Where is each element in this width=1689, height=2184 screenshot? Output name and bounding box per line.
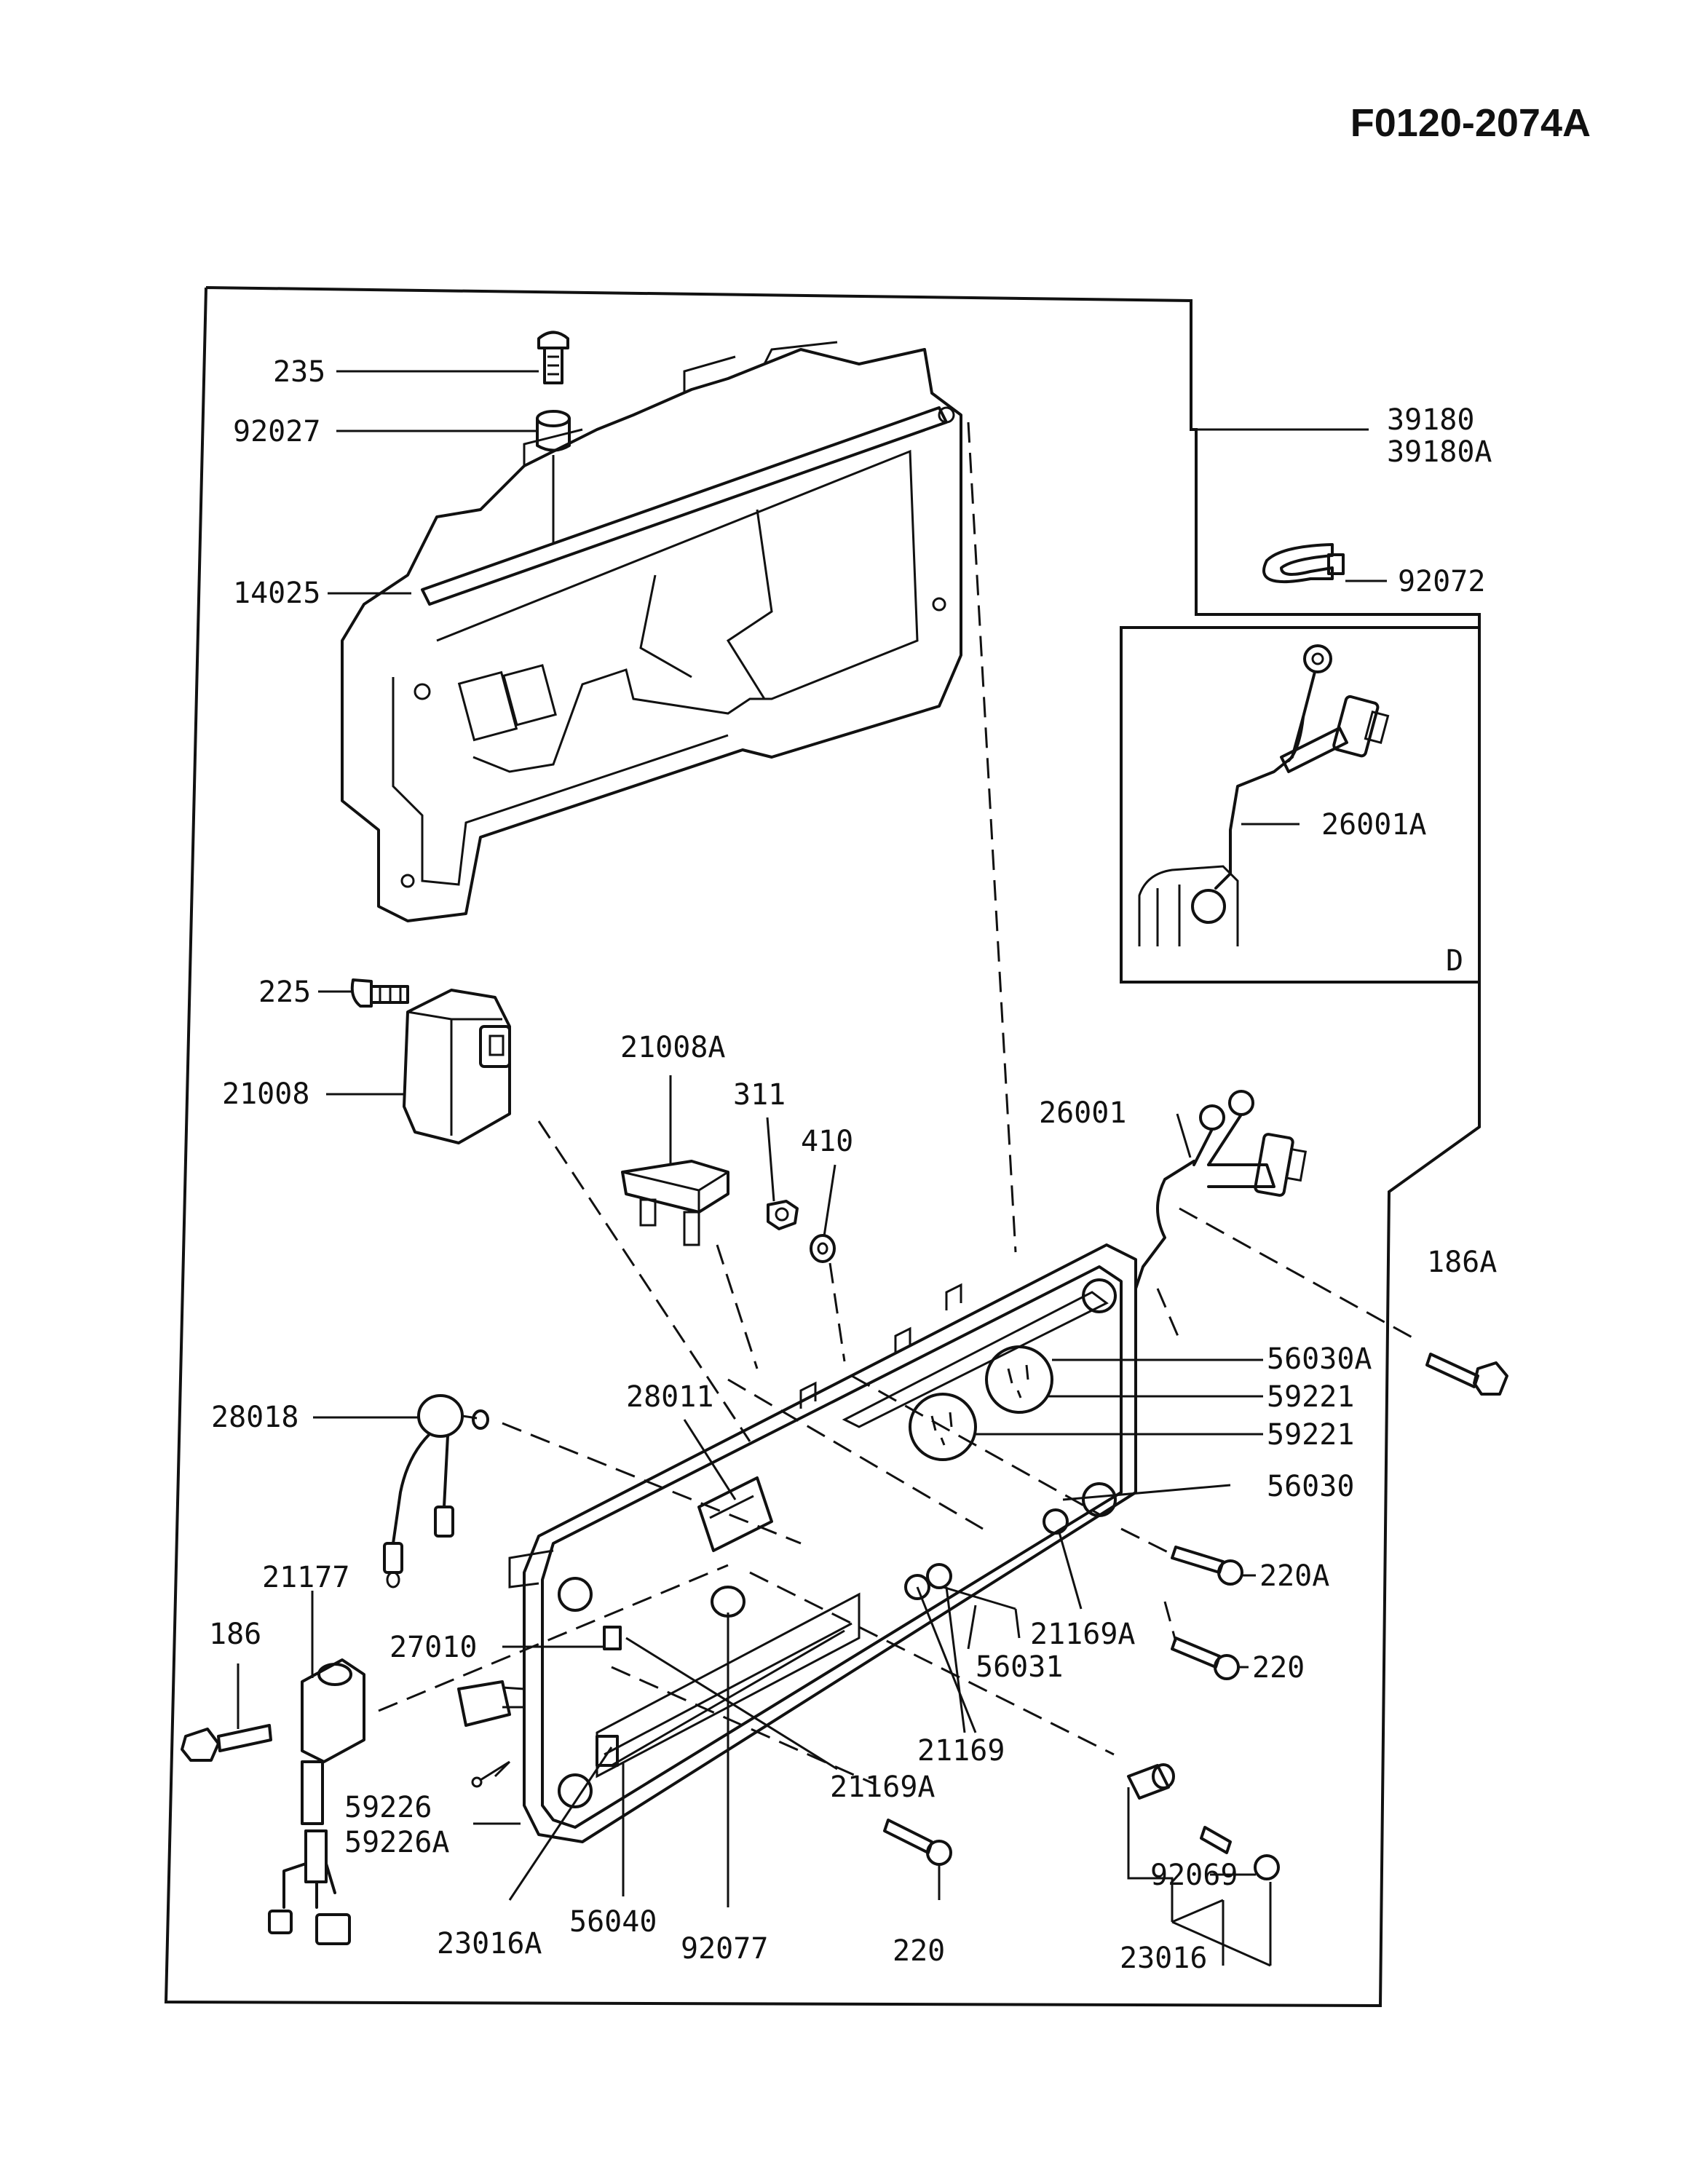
callout-220a: 220A <box>1259 1559 1329 1593</box>
bolt-186 <box>181 1724 272 1762</box>
bolt-220-bottom <box>883 1819 952 1866</box>
callout-14025: 14025 <box>233 577 320 610</box>
callout-27010: 27010 <box>389 1631 477 1664</box>
callout-21169a-bottom: 21169A <box>830 1770 936 1804</box>
callout-28011: 28011 <box>626 1380 713 1414</box>
bolt-186a <box>1425 1353 1508 1396</box>
nut-311 <box>767 1200 799 1230</box>
detail-d-letter: D <box>1446 944 1463 978</box>
callout-59226: 59226 <box>344 1791 432 1824</box>
harness-26001a <box>1138 644 1390 946</box>
callout-labels: 235 92027 14025 39180 39180A 92072 26001… <box>209 355 1497 1975</box>
assembly-frame <box>164 286 1481 2008</box>
ignition-switch-21177 <box>268 1658 365 1945</box>
callout-410: 410 <box>801 1125 853 1158</box>
callout-21169: 21169 <box>917 1734 1005 1768</box>
callout-26001: 26001 <box>1039 1096 1126 1130</box>
regulator-21008 <box>403 989 511 1144</box>
callout-39180a: 39180A <box>1387 435 1492 469</box>
callout-59226a: 59226A <box>344 1826 450 1859</box>
pilot-lamp-23016 <box>1127 1763 1280 1880</box>
screw-225 <box>350 978 409 1008</box>
drawing-number: F0120-2074A <box>1350 101 1591 145</box>
callout-225: 225 <box>258 976 311 1009</box>
callout-21177: 21177 <box>262 1561 349 1594</box>
callout-92069: 92069 <box>1150 1859 1238 1892</box>
assembly-dash-lines <box>378 422 1417 1785</box>
callout-186: 186 <box>209 1618 261 1651</box>
bolt-220a <box>1171 1546 1243 1586</box>
callout-92077: 92077 <box>681 1932 768 1966</box>
collar-92027 <box>536 410 571 542</box>
callout-235: 235 <box>273 355 325 389</box>
harness-26001 <box>1134 1090 1308 1290</box>
callout-56030a: 56030A <box>1267 1342 1372 1376</box>
control-box-housing <box>341 341 962 922</box>
callout-21169a-right: 21169A <box>1030 1618 1136 1651</box>
clamp-92072 <box>1262 543 1345 584</box>
callout-56030: 56030 <box>1267 1470 1354 1503</box>
detail-d-box <box>1120 626 1481 984</box>
bracket-21008a <box>621 1160 729 1246</box>
callout-59221-lower: 59221 <box>1267 1418 1354 1452</box>
callout-92072: 92072 <box>1398 565 1485 598</box>
callout-186a: 186A <box>1427 1246 1497 1279</box>
callout-56040: 56040 <box>569 1905 657 1939</box>
callout-21008a: 21008A <box>620 1031 726 1064</box>
callout-92027: 92027 <box>233 415 320 448</box>
potentiometer-28018 <box>383 1394 489 1588</box>
callout-220-bottom: 220 <box>893 1934 945 1968</box>
callout-23016: 23016 <box>1120 1942 1207 1975</box>
callout-59221-upper: 59221 <box>1267 1380 1354 1414</box>
callout-220-right: 220 <box>1252 1651 1305 1685</box>
leader-lines <box>237 370 1387 1967</box>
callout-23016a: 23016A <box>437 1927 542 1961</box>
front-panel <box>457 1243 1137 1843</box>
callout-311: 311 <box>733 1078 786 1112</box>
screw-235 <box>537 331 569 384</box>
callout-21008: 21008 <box>222 1077 309 1111</box>
bolt-220-right <box>1171 1637 1240 1680</box>
callout-39180: 39180 <box>1387 403 1474 437</box>
callout-56031: 56031 <box>976 1650 1063 1684</box>
callout-28018: 28018 <box>211 1401 298 1434</box>
washer-410 <box>810 1234 836 1263</box>
callout-26001a: 26001A <box>1321 808 1427 842</box>
